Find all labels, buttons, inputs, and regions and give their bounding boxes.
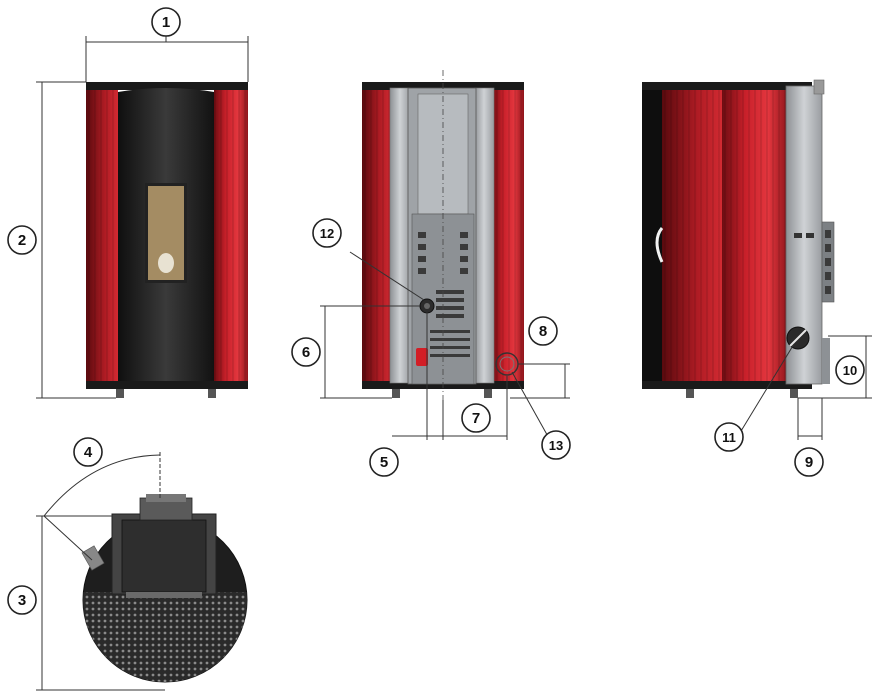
callout-circle [291,337,321,367]
callout-12: 12 [312,218,342,248]
front-bottom-cap [86,381,248,389]
leader-11 [737,343,795,437]
callout-circle [835,355,865,385]
dimension-9 [797,398,823,440]
callout-5: 5 [369,447,399,477]
callout-circle [7,585,37,615]
callout-number: 11 [722,430,736,445]
callout-9: 9 [794,447,824,477]
callout-circle [369,447,399,477]
callout-13: 13 [541,430,571,460]
flame-icon [158,253,174,273]
leader-12 [349,251,425,301]
front-foot-right [208,389,216,398]
callout-circle [73,437,103,467]
power-switch [416,348,428,366]
callout-number: 10 [843,363,857,378]
dimension-5 [392,312,444,440]
side-view [642,79,835,398]
callout-circle [461,403,491,433]
callout-number: 4 [84,444,93,461]
callout-circle [528,316,558,346]
dimension-6 [320,305,420,399]
callout-3: 3 [7,585,37,615]
callout-number: 7 [472,410,480,427]
callout-circle [151,7,181,37]
front-view [86,82,248,398]
dimension-1 [85,32,249,82]
dimension-8 [510,363,570,399]
callout-number: 3 [18,592,26,609]
top-grille [83,592,247,682]
front-foot-left [116,389,124,398]
callout-number: 12 [320,226,334,241]
callout-number: 2 [18,232,26,249]
callout-6: 6 [291,337,321,367]
callout-circle [794,447,824,477]
front-top-cap [86,82,248,90]
callout-1: 1 [151,7,181,37]
callout-circle [7,225,37,255]
callout-number: 13 [549,438,563,453]
dimension-7 [443,376,508,440]
dimension-10 [798,335,872,399]
dimension-4 [43,452,161,561]
callout-4: 4 [73,437,103,467]
callout-10: 10 [835,355,865,385]
dimension-2 [36,81,116,399]
callout-number: 5 [380,454,388,471]
callout-circle [714,422,744,452]
callout-circle [312,218,342,248]
callout-2: 2 [7,225,37,255]
callout-number: 6 [302,344,310,361]
callout-8: 8 [528,316,558,346]
callout-number: 9 [805,454,813,471]
dimension-3 [36,515,165,691]
callout-number: 1 [162,14,170,31]
callout-number: 8 [539,323,547,340]
leader-13 [511,371,551,441]
back-view [362,70,524,400]
callout-circle [541,430,571,460]
top-view [81,494,248,683]
callout-7: 7 [461,403,491,433]
callout-11: 11 [714,422,744,452]
